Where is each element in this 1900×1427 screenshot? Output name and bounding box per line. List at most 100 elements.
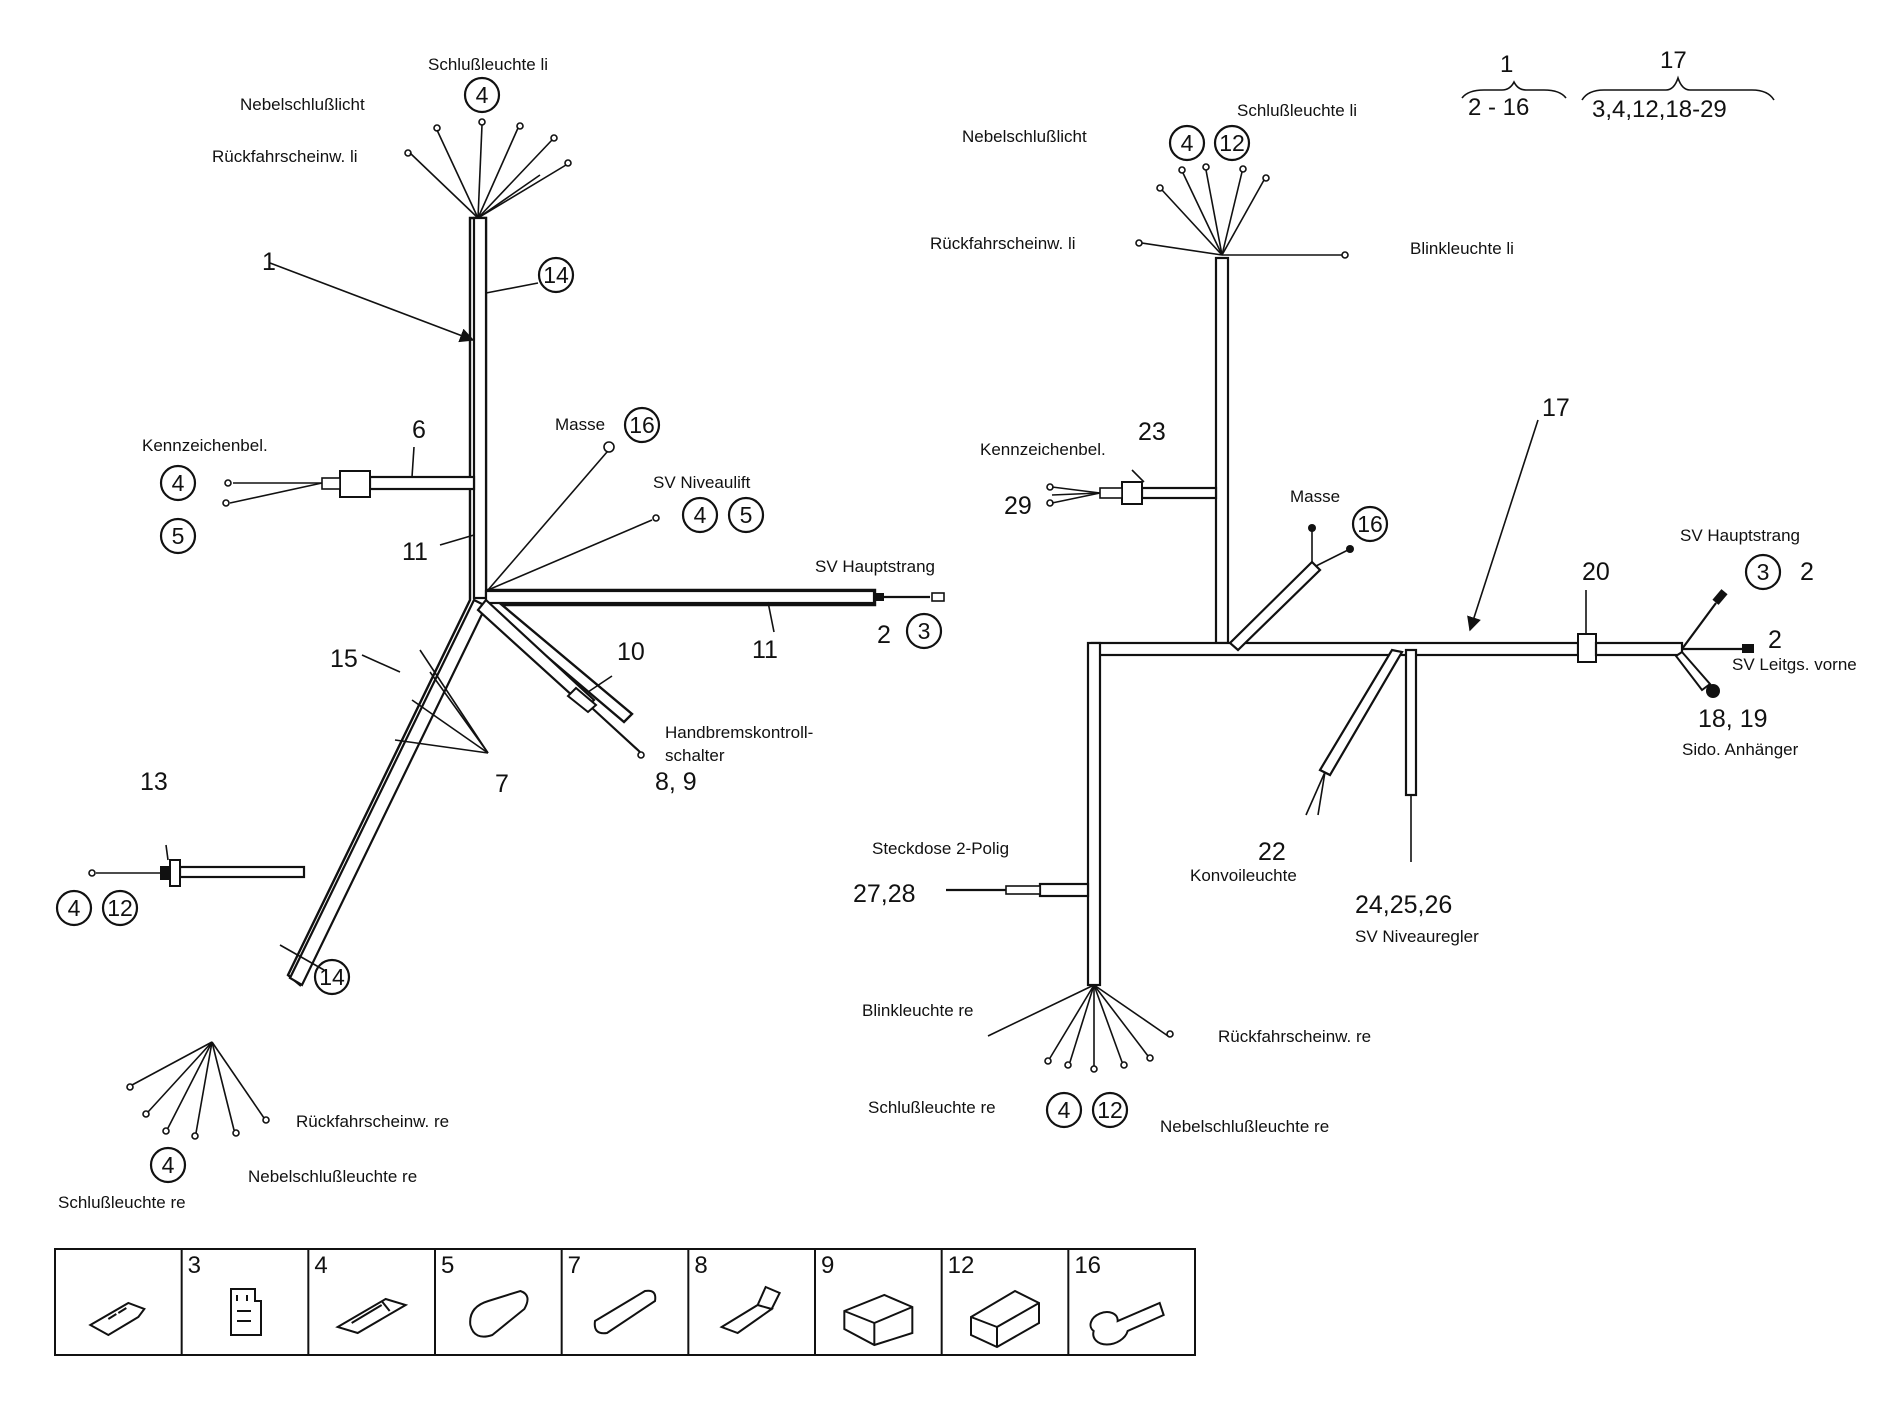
- right-circled-refs: 4 12 16 3 4 12: [1045, 124, 1782, 1129]
- label-rueckfahrscheinw-li: Rückfahrscheinw. li: [212, 147, 358, 166]
- ref-2: 2: [877, 621, 891, 649]
- ref-1: 1: [262, 248, 276, 276]
- svg-text:12: 12: [107, 895, 133, 921]
- parts-cell: 9: [821, 1252, 914, 1347]
- circled-ref: 3: [1744, 553, 1782, 591]
- label-rueckfahrscheinw-li: Rückfahrscheinw. li: [930, 234, 1076, 253]
- ref-24-25-26: 24,25,26: [1355, 891, 1452, 919]
- circled-ref: 12: [101, 889, 139, 927]
- svg-text:16: 16: [629, 412, 655, 438]
- legend-17-bottom: 3,4,12,18-29: [1592, 96, 1727, 123]
- svg-text:4: 4: [694, 502, 707, 528]
- left-top-fan: [404, 118, 572, 219]
- flat-connector-icon: [88, 1301, 146, 1337]
- legend: 1 2 - 16 17 3,4,12,18-29: [1461, 47, 1775, 123]
- ref-17: 17: [1542, 394, 1570, 422]
- circled-ref: 4: [681, 496, 719, 534]
- svg-text:14: 14: [543, 262, 569, 288]
- parts-cell-number: 3: [188, 1252, 201, 1279]
- circled-ref: 4: [55, 889, 93, 927]
- svg-text:4: 4: [476, 82, 489, 108]
- circled-ref: 5: [159, 517, 197, 555]
- parts-cell-number: 12: [948, 1252, 975, 1279]
- circled-ref: 5: [727, 496, 765, 534]
- ref-15: 15: [330, 645, 358, 673]
- circled-ref: 4: [159, 464, 197, 502]
- label-kennzeichenbel: Kennzeichenbel.: [980, 440, 1106, 459]
- left-labels: Schlußleuchte li Nebelschlußlicht Rückfa…: [58, 55, 935, 1212]
- parts-cell-number: 8: [694, 1252, 707, 1279]
- label-konvoileuchte: Konvoileuchte: [1190, 866, 1297, 885]
- label-masse: Masse: [555, 415, 605, 434]
- ring-terminal-icon: [1089, 1301, 1165, 1346]
- flag-receptacle-icon: [719, 1285, 782, 1335]
- parts-cell: 8: [694, 1252, 782, 1335]
- ref-27-28: 27,28: [853, 880, 916, 908]
- left-bottom-fan: [126, 1041, 270, 1140]
- label-steckdose: Steckdose 2-Polig: [872, 839, 1009, 858]
- insulation-sleeve-icon: [469, 1289, 529, 1338]
- tube-sleeve-icon: [593, 1289, 657, 1335]
- ref-6: 6: [412, 416, 426, 444]
- parts-cell: 7: [568, 1252, 657, 1335]
- svg-text:12: 12: [1097, 1097, 1123, 1123]
- circled-ref: 12: [1091, 1091, 1129, 1129]
- circled-ref: 3: [905, 612, 943, 650]
- right-top-fan: [1135, 163, 1349, 259]
- parts-cell-number: 16: [1074, 1252, 1101, 1279]
- label-nebelschlussleuchte-re: Nebelschlußleuchte re: [1160, 1117, 1329, 1136]
- circled-ref: 4: [1168, 124, 1206, 162]
- circled-ref: 4: [1045, 1091, 1083, 1129]
- parts-cell-number: 9: [821, 1252, 834, 1279]
- label-sv-hauptstrang: SV Hauptstrang: [815, 557, 935, 576]
- ref-13: 13: [140, 768, 168, 796]
- ref-11: 11: [752, 636, 778, 664]
- circled-ref: 4: [463, 76, 501, 114]
- ref-2: 2: [1768, 626, 1782, 654]
- svg-text:14: 14: [319, 964, 345, 990]
- parts-cell: 4: [314, 1252, 409, 1335]
- parts-cell-number: 7: [568, 1252, 581, 1279]
- circled-ref: 16: [623, 406, 661, 444]
- parts-cell: 12: [948, 1252, 1040, 1349]
- right-harness: [946, 163, 1754, 1073]
- right-bottom-fan: [987, 984, 1174, 1073]
- parts-cell: 3: [188, 1252, 262, 1336]
- ref-10: 10: [617, 638, 645, 666]
- single-housing-icon: [970, 1289, 1040, 1349]
- ref-22: 22: [1258, 838, 1286, 866]
- plug-housing-icon: [230, 1288, 262, 1336]
- label-schlussleuchte-re: Schlußleuchte re: [868, 1098, 996, 1117]
- flat-receptacle-icon: [335, 1297, 409, 1335]
- svg-text:5: 5: [740, 502, 753, 528]
- circled-ref: 4: [149, 1146, 187, 1184]
- ref-7: 7: [495, 770, 509, 798]
- svg-text:4: 4: [172, 470, 185, 496]
- angled-housing-icon: [843, 1293, 914, 1347]
- legend-1-top: 1: [1500, 51, 1513, 78]
- svg-text:12: 12: [1219, 130, 1245, 156]
- ref-2: 2: [1800, 558, 1814, 586]
- parts-cell: 16: [1074, 1252, 1165, 1346]
- label-handbrems-2: schalter: [665, 746, 725, 765]
- ref-23: 23: [1138, 418, 1166, 446]
- label-sido-anhaenger: Sido. Anhänger: [1682, 740, 1799, 759]
- ref-11: 11: [402, 538, 428, 566]
- label-handbrems-1: Handbremskontroll-: [665, 723, 813, 742]
- circled-ref: 14: [537, 256, 575, 294]
- ref-8-9: 8, 9: [655, 768, 697, 796]
- label-schlussleuchte-re: Schlußleuchte re: [58, 1193, 186, 1212]
- label-blinkleuchte-re: Blinkleuchte re: [862, 1001, 974, 1020]
- parts-cell: 5: [441, 1252, 529, 1338]
- circled-ref: 14: [313, 958, 351, 996]
- left-harness: [88, 118, 945, 1140]
- right-labels: Schlußleuchte li Nebelschlußlicht Rückfa…: [853, 101, 1857, 1136]
- svg-text:16: 16: [1357, 511, 1383, 537]
- svg-text:4: 4: [68, 895, 81, 921]
- svg-text:4: 4: [1058, 1097, 1071, 1123]
- ref-29: 29: [1004, 492, 1032, 520]
- label-rueckfahrscheinw-re: Rückfahrscheinw. re: [296, 1112, 449, 1131]
- svg-text:5: 5: [172, 523, 185, 549]
- svg-text:3: 3: [918, 618, 931, 644]
